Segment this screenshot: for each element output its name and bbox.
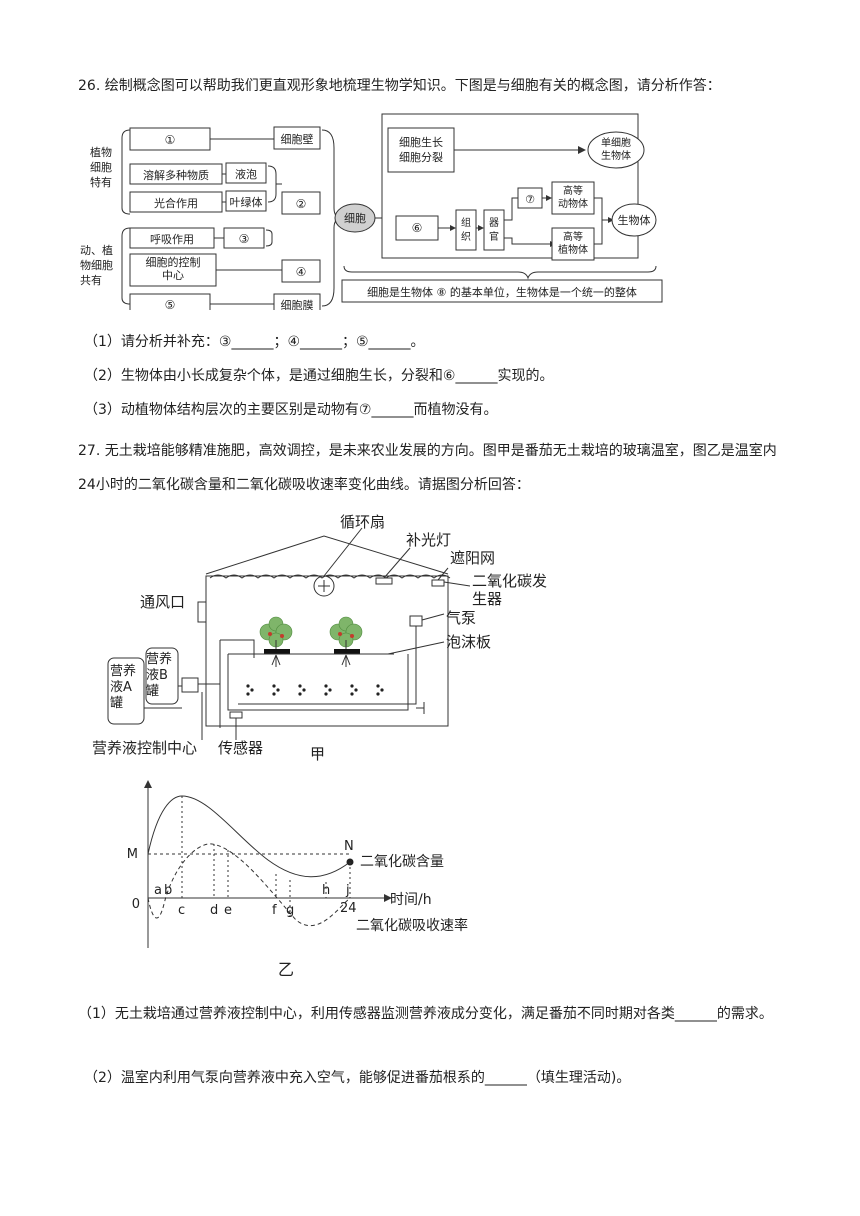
growth-division-box: 细胞生长细胞分裂 bbox=[399, 135, 443, 164]
q26-sub3: （3）动植物体结构层次的主要区别是动物有⑦______而植物没有。 bbox=[84, 402, 498, 418]
respiration-label: 呼吸作用 bbox=[150, 233, 194, 246]
gh-control-label: 营养液控制中心 bbox=[92, 739, 198, 757]
summary-box: 细胞是生物体 ⑧ 的基本单位，生物体是一个统一的整体 bbox=[367, 285, 637, 299]
gh-caption: 甲 bbox=[310, 745, 326, 763]
concept-map: 植物细胞特有 动、植物细胞共有 ① 细胞壁 溶解多种物质 液泡 光合作用 叶绿体… bbox=[80, 113, 663, 310]
box-4: ④ bbox=[296, 265, 307, 279]
single-cell-node: 单细胞生物体 bbox=[601, 136, 631, 162]
box-6: ⑥ bbox=[412, 221, 423, 235]
graph-caption: 乙 bbox=[278, 960, 295, 979]
organism-node: 生物体 bbox=[618, 213, 651, 227]
gh-foam-label: 泡沫板 bbox=[446, 633, 492, 651]
graph-label-zero: 0 bbox=[132, 897, 140, 912]
vacuole-label: 液泡 bbox=[235, 167, 257, 181]
graph-point-e: e bbox=[224, 903, 232, 918]
graph-label-n: N bbox=[344, 839, 354, 854]
shared-group-label: 动、植物细胞共有 bbox=[80, 243, 113, 287]
graph-point-h: h bbox=[322, 883, 330, 898]
graph-point-b: b bbox=[164, 883, 172, 898]
graph-hour-24: 24 bbox=[340, 901, 357, 916]
plant-group-label: 植物细胞特有 bbox=[90, 145, 112, 189]
box-3: ③ bbox=[239, 232, 250, 246]
graph-label-m: M bbox=[128, 847, 138, 862]
graph-point-j: j bbox=[345, 883, 350, 898]
photosynthesis-label: 光合作用 bbox=[154, 196, 198, 210]
gh-pump-label: 气泵 bbox=[446, 609, 477, 627]
control-center-label: 细胞的控制中心 bbox=[146, 255, 201, 282]
graph-point-f: f bbox=[272, 903, 277, 918]
q26-sub1: （1）请分析并补充：③______；④______；⑤______。 bbox=[84, 334, 425, 350]
higher-animal-box: 高等动物体 bbox=[558, 184, 588, 210]
box-2: ② bbox=[296, 197, 307, 211]
graph-point-g: g bbox=[286, 903, 294, 918]
graph-co2-content-label: 二氧化碳含量 bbox=[360, 854, 444, 870]
gh-light-label: 补光灯 bbox=[406, 531, 452, 549]
cell-wall-label: 细胞壁 bbox=[281, 132, 314, 146]
gh-vent-label: 通风口 bbox=[140, 593, 186, 611]
q27-sub1: （1）无土栽培通过营养液控制中心，利用传感器监测营养液成分变化，满足番茄不同时期… bbox=[78, 1006, 773, 1022]
q27-sub2: （2）温室内利用气泵向营养液中充入空气，能够促进番茄根系的______（填生理活… bbox=[84, 1070, 631, 1086]
graph-co2-rate-label: 二氧化碳吸收速率 bbox=[356, 917, 468, 934]
box-1: ① bbox=[165, 133, 176, 147]
graph-point-a: a bbox=[154, 883, 162, 898]
gh-tank-b-label: 营养液B罐 bbox=[146, 652, 173, 699]
q26-intro: 26. 绘制概念图可以帮助我们更直观形象地梳理生物学知识。下图是与细胞有关的概念… bbox=[78, 78, 721, 94]
gh-sensor-label: 传感器 bbox=[218, 739, 264, 757]
tissue-box: 组织 bbox=[461, 216, 471, 243]
graph-point-d: d bbox=[210, 903, 218, 918]
gh-fan-label: 循环扇 bbox=[340, 513, 386, 531]
dissolve-label: 溶解多种物质 bbox=[143, 168, 209, 182]
cell-node: 细胞 bbox=[344, 212, 366, 225]
organ-box: 器官 bbox=[489, 217, 499, 243]
gh-tank-a-label: 营养液A罐 bbox=[110, 664, 137, 711]
gh-shade-label: 遮阳网 bbox=[450, 549, 496, 567]
co2-graph: M N 0 a b c d e f g h j 24 二氧化碳含量 时间/h 二… bbox=[128, 780, 468, 948]
graph-time-axis-label: 时间/h bbox=[390, 892, 432, 908]
box-5: ⑤ bbox=[165, 298, 176, 310]
box-7: ⑦ bbox=[525, 193, 535, 206]
q26-sub2: （2）生物体由小长成复杂个体，是通过细胞生长，分裂和⑥______实现的。 bbox=[84, 368, 554, 384]
graph-point-c: c bbox=[178, 903, 185, 918]
chloroplast-label: 叶绿体 bbox=[230, 195, 263, 209]
cell-membrane-label: 细胞膜 bbox=[281, 299, 314, 310]
q27-intro: 27. 无土栽培能够精准施肥，高效调控，是未来农业发展的方向。图甲是番茄无土栽培… bbox=[78, 443, 777, 493]
greenhouse-diagram bbox=[107, 527, 471, 740]
higher-plant-box: 高等植物体 bbox=[558, 230, 588, 256]
gh-co2-generator-label: 二氧化碳发生器 bbox=[472, 572, 548, 608]
